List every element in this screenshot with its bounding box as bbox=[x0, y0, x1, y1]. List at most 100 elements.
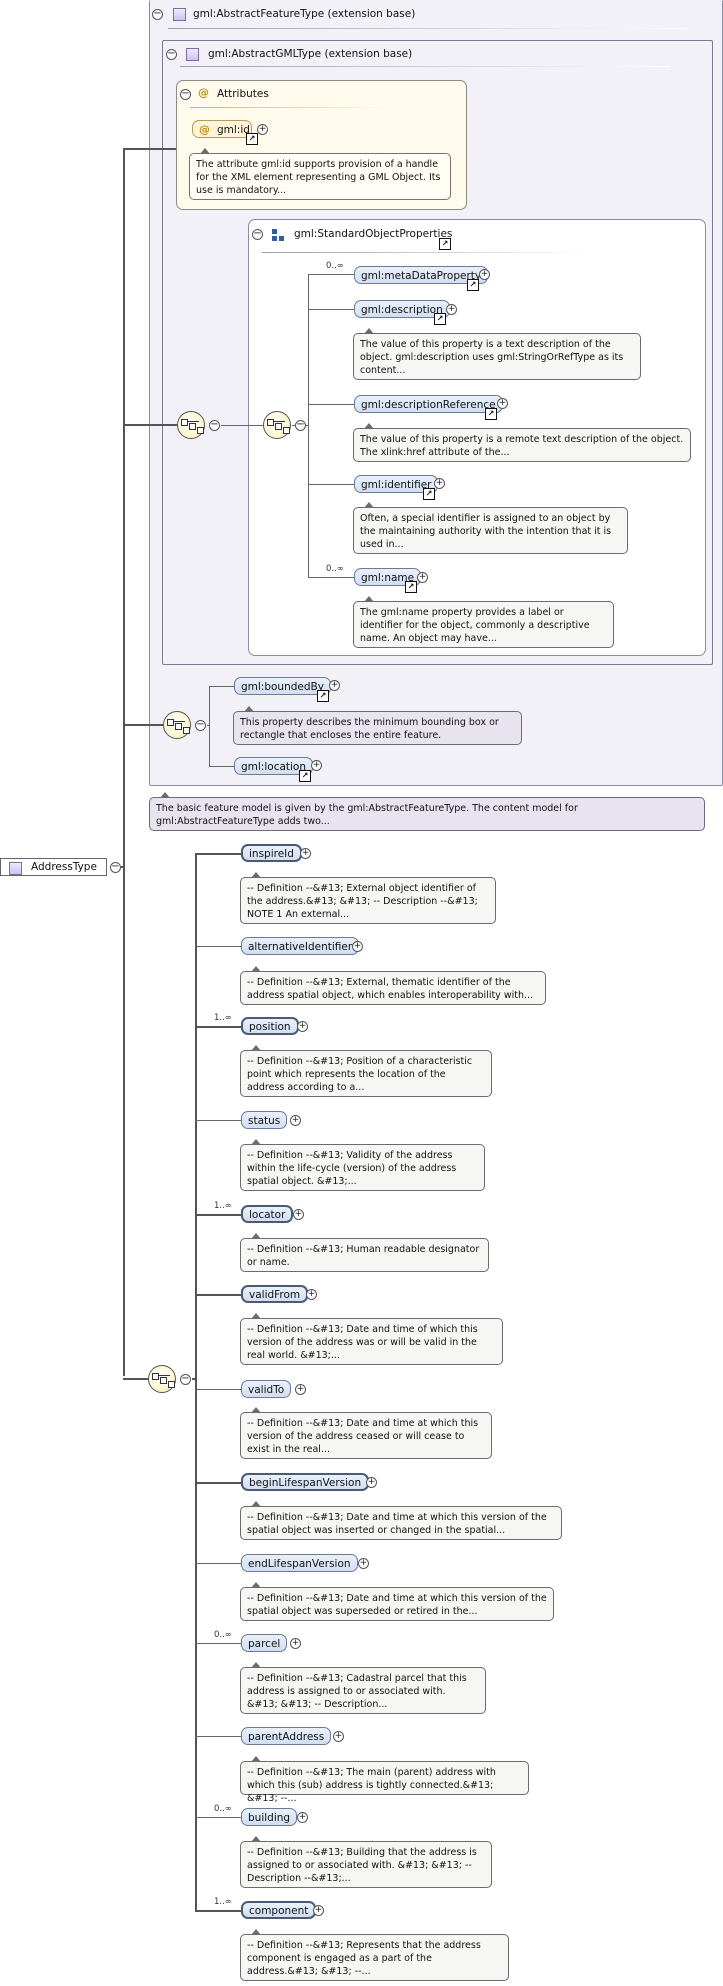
element-description: The value of this property is a text des… bbox=[353, 328, 641, 380]
expand-icon[interactable]: + bbox=[257, 124, 268, 135]
reference-arrow-icon: ↗ bbox=[423, 488, 435, 500]
element-description: -- Definition --&#13; Date and time at w… bbox=[240, 1582, 554, 1621]
reference-arrow-icon: ↗ bbox=[485, 408, 497, 420]
reference-arrow-icon: ↗ bbox=[467, 279, 479, 291]
element-description: -- Definition --&#13; Human readable des… bbox=[240, 1233, 489, 1272]
element-description: -- Definition --&#13; Date and time of w… bbox=[240, 1313, 503, 1365]
element-gml-location[interactable]: gml:location bbox=[234, 757, 314, 775]
expand-icon[interactable]: + bbox=[352, 941, 363, 952]
element-locator[interactable]: locator bbox=[241, 1205, 294, 1223]
reference-arrow-icon: ↗ bbox=[405, 581, 417, 593]
expand-icon[interactable]: + bbox=[497, 398, 508, 409]
attribute-id-description: The attribute gml:id supports provision … bbox=[189, 148, 451, 200]
attribute-icon: @ bbox=[199, 123, 210, 136]
element-gml-description[interactable]: gml:description bbox=[354, 300, 450, 318]
element-endlifespanversion[interactable]: endLifespanVersion bbox=[241, 1554, 358, 1572]
cardinality: 1..∞ bbox=[214, 1201, 232, 1211]
collapse-sop-icon[interactable]: − bbox=[252, 228, 263, 240]
connector bbox=[195, 1214, 241, 1216]
collapse-sequence-icon[interactable]: − bbox=[180, 1373, 191, 1385]
address-type-node[interactable]: AddressType bbox=[0, 858, 107, 876]
connector bbox=[195, 1736, 241, 1737]
expand-icon[interactable]: + bbox=[446, 304, 457, 315]
group-icon bbox=[272, 229, 284, 241]
element-description: -- Definition --&#13; Cadastral parcel t… bbox=[240, 1662, 486, 1714]
element-parcel[interactable]: parcel bbox=[241, 1634, 288, 1652]
connector bbox=[308, 274, 309, 577]
expand-icon[interactable]: + bbox=[306, 1289, 317, 1300]
divider bbox=[168, 28, 688, 29]
element-alternativeidentifier[interactable]: alternativeIdentifier bbox=[241, 937, 360, 955]
element-description: -- Definition --&#13; Building that the … bbox=[240, 1836, 492, 1888]
expand-icon[interactable]: + bbox=[293, 1209, 304, 1220]
element-inspireid[interactable]: inspireId bbox=[241, 844, 302, 862]
cardinality: 1..∞ bbox=[214, 1013, 232, 1023]
connector bbox=[195, 1026, 241, 1028]
complex-type-icon bbox=[173, 8, 186, 21]
element-description: -- Definition --&#13; Date and time at w… bbox=[240, 1407, 492, 1459]
collapse-sequence-icon[interactable]: − bbox=[209, 419, 220, 431]
expand-icon[interactable]: + bbox=[311, 760, 322, 771]
expand-icon[interactable]: + bbox=[479, 269, 490, 280]
connector bbox=[123, 424, 177, 426]
element-description: -- Definition --&#13; The main (parent) … bbox=[240, 1756, 529, 1804]
reference-arrow-icon: ↗ bbox=[299, 770, 311, 782]
element-position[interactable]: position bbox=[241, 1017, 299, 1035]
expand-icon[interactable]: + bbox=[434, 478, 445, 489]
connector bbox=[209, 686, 210, 766]
collapse-feature-group-icon[interactable]: − bbox=[152, 8, 163, 20]
divider bbox=[180, 66, 670, 67]
collapse-gml-group-icon[interactable]: − bbox=[166, 48, 177, 60]
expand-icon[interactable]: + bbox=[290, 1115, 301, 1126]
connector bbox=[308, 274, 354, 275]
element-building[interactable]: building bbox=[241, 1808, 298, 1826]
reference-arrow-icon: ↗ bbox=[317, 690, 329, 702]
connector bbox=[123, 724, 163, 726]
connector bbox=[123, 1378, 148, 1380]
collapse-sequence-icon[interactable]: − bbox=[295, 419, 306, 431]
expand-icon[interactable]: + bbox=[358, 1558, 369, 1569]
element-validfrom[interactable]: validFrom bbox=[241, 1285, 309, 1303]
element-gml-descriptionreference[interactable]: gml:descriptionReference bbox=[354, 395, 503, 413]
element-gml-metadataproperty[interactable]: gml:metaDataProperty bbox=[354, 266, 489, 284]
expand-icon[interactable]: + bbox=[300, 848, 311, 859]
expand-icon[interactable]: + bbox=[290, 1638, 301, 1649]
expand-icon[interactable]: + bbox=[366, 1477, 377, 1488]
element-parentaddress[interactable]: parentAddress bbox=[241, 1727, 332, 1745]
collapse-attributes-icon[interactable]: − bbox=[180, 88, 191, 100]
attribute-gml-id[interactable]: @ gml:id bbox=[192, 120, 252, 138]
feature-type-description: The basic feature model is given by the … bbox=[149, 792, 705, 831]
connector bbox=[195, 1563, 241, 1564]
element-beginlifespanversion[interactable]: beginLifespanVersion bbox=[241, 1473, 370, 1491]
connector bbox=[123, 148, 176, 150]
expand-icon[interactable]: + bbox=[329, 680, 340, 691]
connector bbox=[209, 686, 234, 687]
connector bbox=[195, 1294, 241, 1296]
expand-icon[interactable]: + bbox=[297, 1021, 308, 1032]
element-component[interactable]: component bbox=[241, 1901, 317, 1919]
connector bbox=[195, 1910, 241, 1912]
expand-icon[interactable]: + bbox=[333, 1731, 344, 1742]
connector bbox=[308, 577, 354, 578]
connector bbox=[195, 946, 241, 947]
complex-type-icon bbox=[9, 862, 22, 875]
cardinality: 0..∞ bbox=[214, 1630, 232, 1640]
sequence-compositor-icon bbox=[263, 411, 291, 439]
element-status[interactable]: status bbox=[241, 1111, 288, 1129]
reference-arrow-icon: ↗ bbox=[246, 133, 258, 145]
expand-icon[interactable]: + bbox=[297, 1812, 308, 1823]
expand-icon[interactable]: + bbox=[313, 1905, 324, 1916]
address-type-label: AddressType bbox=[31, 861, 97, 873]
connector bbox=[221, 425, 263, 426]
reference-arrow-icon: ↗ bbox=[434, 313, 446, 325]
connector bbox=[195, 1482, 241, 1484]
element-gml-boundedby[interactable]: gml:boundedBy bbox=[234, 677, 331, 695]
expand-icon[interactable]: + bbox=[295, 1384, 306, 1395]
sequence-compositor-icon bbox=[163, 711, 191, 739]
expand-icon[interactable]: + bbox=[417, 572, 428, 583]
element-validto[interactable]: validTo bbox=[241, 1380, 292, 1398]
attributes-title: Attributes bbox=[217, 88, 269, 100]
collapse-root-icon[interactable]: − bbox=[110, 861, 121, 873]
sequence-compositor-icon bbox=[148, 1365, 176, 1393]
collapse-sequence-icon[interactable]: − bbox=[195, 719, 206, 731]
